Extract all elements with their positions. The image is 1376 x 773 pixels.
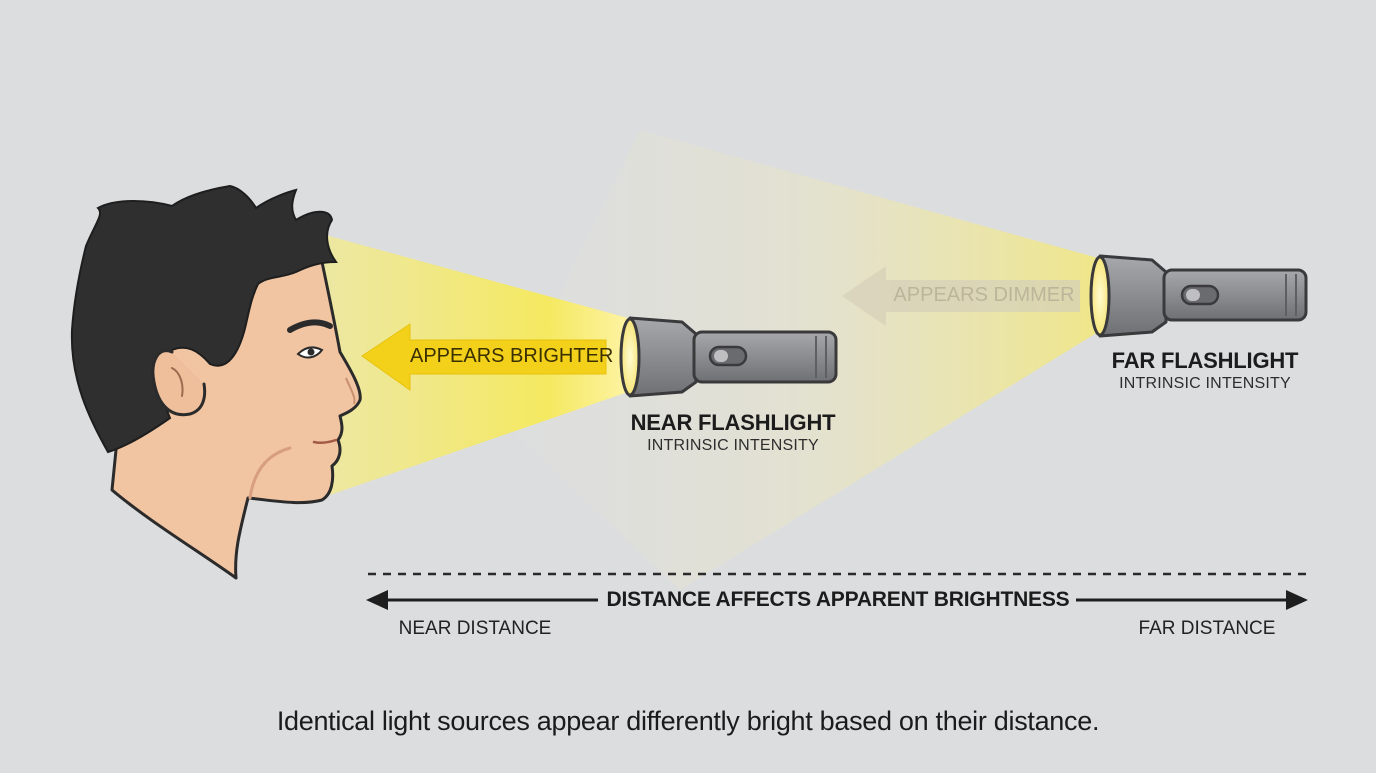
caption: Identical light sources appear different… <box>276 706 1100 736</box>
ear <box>151 349 207 417</box>
distance-label: DISTANCE AFFECTS APPARENT BRIGHTNESS <box>606 588 1070 611</box>
near-distance-label: NEAR DISTANCE <box>398 618 552 639</box>
double-arrow-icon <box>366 590 1308 610</box>
appears-brighter-arrow <box>361 323 607 391</box>
appears-brighter-label: APPEARS BRIGHTER <box>410 345 614 367</box>
far-distance-label: FAR DISTANCE <box>1138 618 1276 639</box>
appears-dimmer-arrow <box>842 266 1080 326</box>
far-flashlight-icon <box>1089 254 1308 338</box>
mouth <box>312 438 338 445</box>
eyebrow <box>287 319 333 333</box>
near-flashlight-icon <box>619 316 838 398</box>
near-flashlight-title: NEAR FLASHLIGHT <box>630 410 836 435</box>
far-flashlight-subtitle: INTRINSIC INTENSITY <box>1119 375 1291 392</box>
near-flashlight-subtitle: INTRINSIC INTENSITY <box>647 437 819 454</box>
far-flashlight-title: FAR FLASHLIGHT <box>1111 348 1299 373</box>
appears-dimmer-label: APPEARS DIMMER <box>893 284 1075 306</box>
hair <box>70 184 338 454</box>
person-head-icon <box>70 184 362 580</box>
